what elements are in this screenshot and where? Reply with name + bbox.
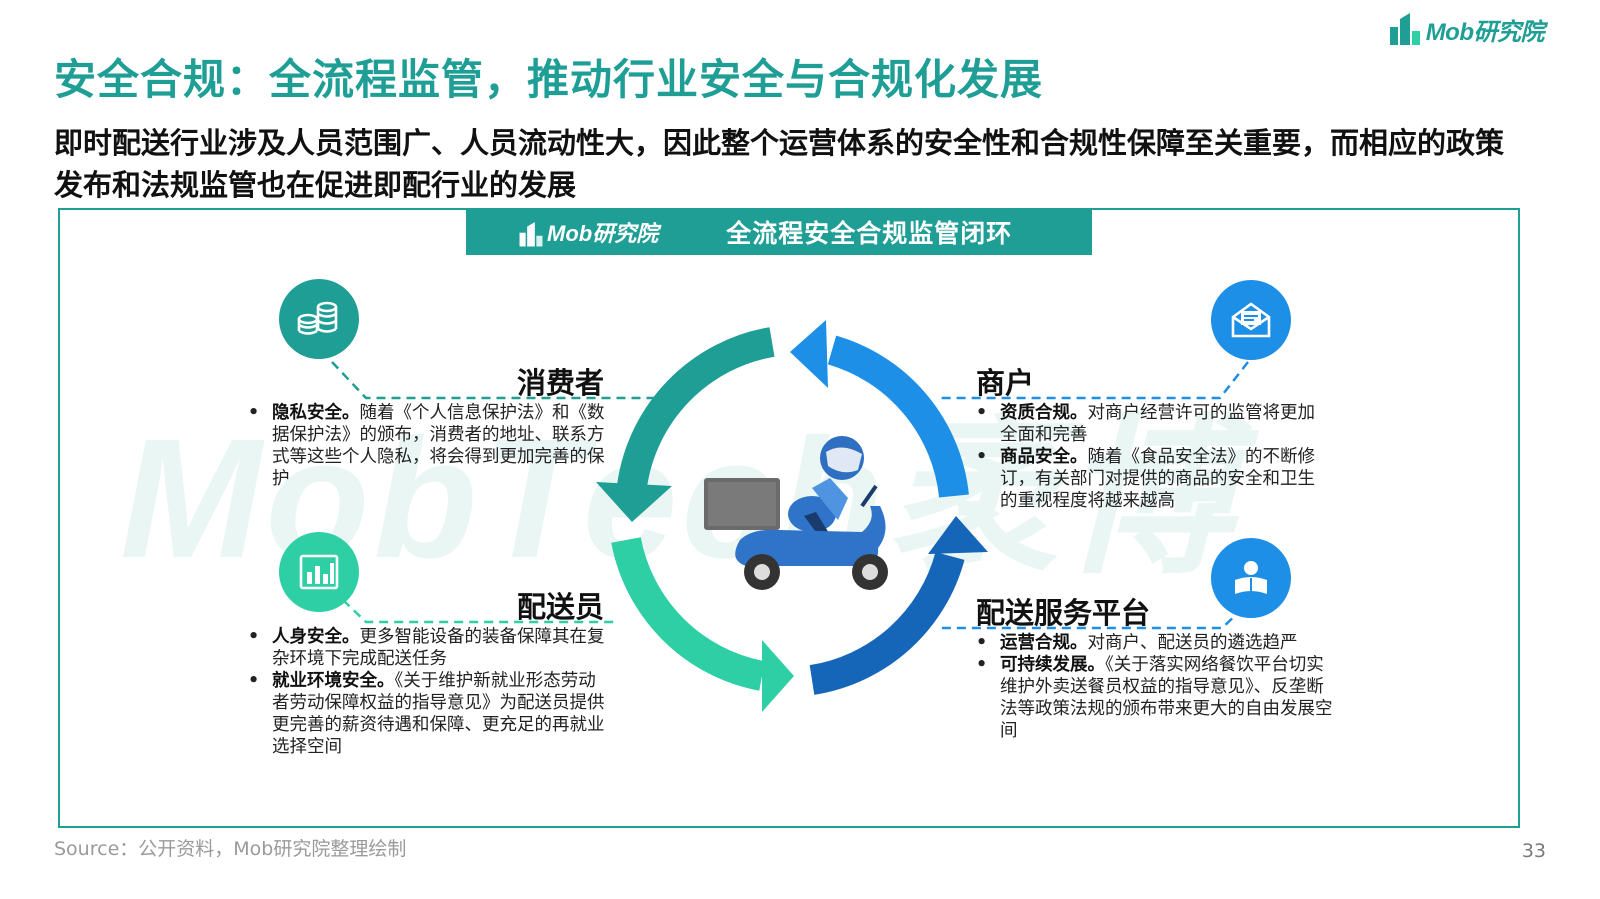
list-item: 商品安全。随着《食品安全法》的不断修订，有关部门对提供的商品的安全和卫生的重视程… bbox=[976, 446, 1332, 512]
list-item: 资质合规。对商户经营许可的监管将更加全面和完善 bbox=[976, 402, 1332, 446]
connector-courier bbox=[342, 599, 616, 624]
panel-logo: Mob研究院 bbox=[518, 216, 658, 248]
page-number: 33 bbox=[1521, 840, 1546, 862]
merchant-list: 资质合规。对商户经营许可的监管将更加全面和完善 商品安全。随着《食品安全法》的不… bbox=[976, 402, 1332, 512]
panel-logo-text: Mob研究院 bbox=[547, 221, 659, 246]
cycle-arrow-bottom-left bbox=[611, 536, 794, 712]
list-item: 运营合规。对商户、配送员的遴选趋严 bbox=[976, 632, 1340, 654]
list-item: 就业环境安全。《关于维护新就业形态劳动者劳动保障权益的指导意见》为配送员提供更完… bbox=[248, 670, 612, 758]
connector-merchant bbox=[940, 361, 1249, 400]
connector-consumer bbox=[331, 361, 660, 400]
list-item: 可持续发展。《关于落实网络餐饮平台切实维护外卖送餐员权益的指导意见》、反垄断法等… bbox=[976, 654, 1340, 742]
cycle-arrow-bottom-right bbox=[809, 516, 988, 695]
consumer-list: 隐私安全。随着《个人信息保护法》和《数据保护法》的颁布，消费者的地址、联系方式等… bbox=[248, 402, 612, 490]
source-note: Source：公开资料，Mob研究院整理绘制 bbox=[54, 838, 407, 860]
panel-title: 全流程安全合规监管闭环 bbox=[726, 219, 1013, 248]
section-title-courier: 配送员 bbox=[517, 590, 605, 624]
brand-logo-text: Mob研究院 bbox=[1425, 19, 1545, 46]
list-item: 隐私安全。随着《个人信息保护法》和《数据保护法》的颁布，消费者的地址、联系方式等… bbox=[248, 402, 612, 490]
page-subtitle: 即时配送行业涉及人员范围广、人员流动性大，因此整个运营体系的安全性和合规性保障至… bbox=[54, 126, 1505, 202]
building-logo-icon bbox=[519, 222, 543, 247]
platform-list: 运营合规。对商户、配送员的遴选趋严 可持续发展。《关于落实网络餐饮平台切实维护外… bbox=[976, 632, 1340, 742]
section-title-consumer: 消费者 bbox=[517, 366, 605, 400]
panel-header: Mob研究院 全流程安全合规监管闭环 bbox=[466, 209, 1092, 255]
reader-icon bbox=[1211, 538, 1291, 618]
connector-platform bbox=[940, 597, 1255, 630]
building-logo-icon bbox=[1389, 13, 1420, 45]
list-item: 人身安全。更多智能设备的装备保障其在复杂环境下完成配送任务 bbox=[248, 626, 612, 670]
bar-chart-icon bbox=[279, 532, 359, 612]
coins-icon bbox=[279, 279, 359, 359]
mail-icon bbox=[1211, 280, 1291, 360]
page-title: 安全合规：全流程监管，推动行业安全与合规化发展 bbox=[54, 55, 1044, 104]
cycle-arrow-top-left bbox=[596, 327, 775, 522]
brand-logo: Mob研究院 bbox=[1388, 12, 1545, 47]
courier-list: 人身安全。更多智能设备的装备保障其在复杂环境下完成配送任务 就业环境安全。《关于… bbox=[248, 626, 612, 758]
section-title-merchant: 商户 bbox=[976, 366, 1035, 400]
cycle-arrow-top-right bbox=[790, 320, 969, 498]
section-title-platform: 配送服务平台 bbox=[976, 596, 1151, 630]
delivery-scooter-icon bbox=[704, 436, 888, 590]
